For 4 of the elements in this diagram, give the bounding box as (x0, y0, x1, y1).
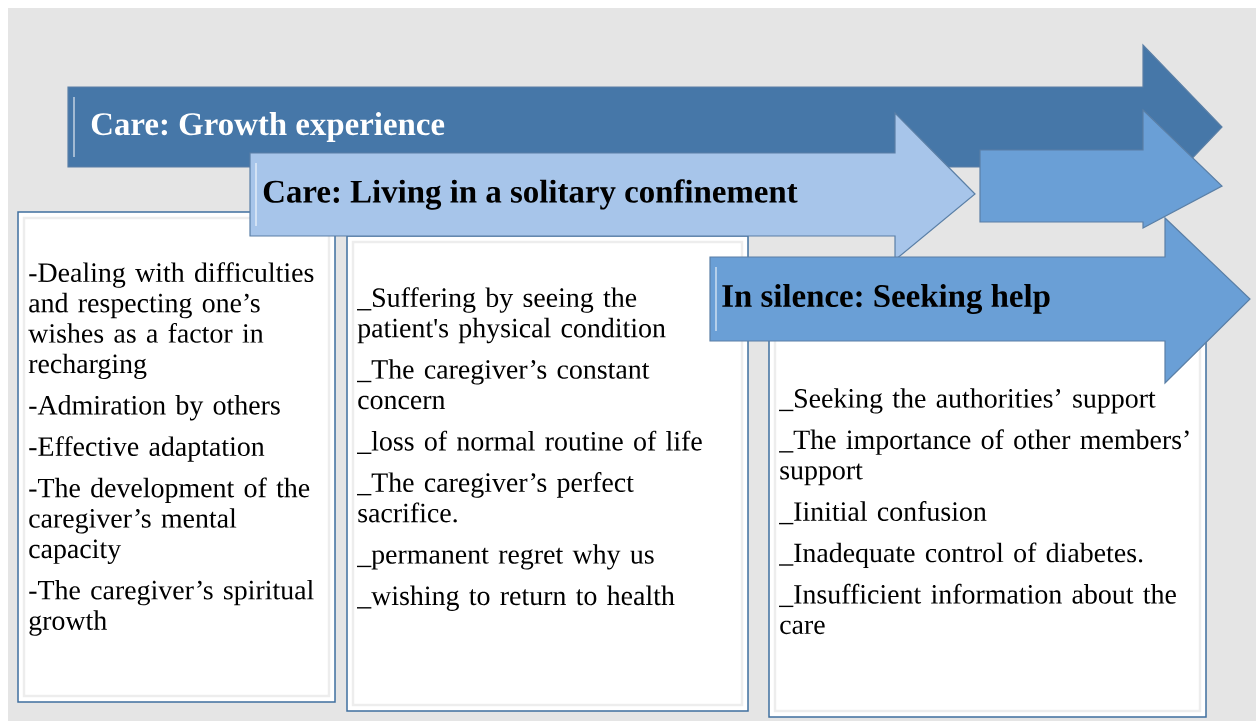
text-box: _Seeking the authorities’ support _The importance of other members’ support _Iinitial confusion _Inadequate control of diabetes. _Insufficient information about the care (768, 332, 1207, 718)
text-box: -Dealing with difficulties and respecting one’s wishes as a factor in recharging -Admiration by others -Effective adaptation -The development of the caregiver’s mental capacity -The caregiver’s spiritual growth (17, 211, 336, 703)
arrow-shape (979, 108, 1223, 229)
arrow-banner: In silence: Seeking help (709, 216, 1251, 385)
